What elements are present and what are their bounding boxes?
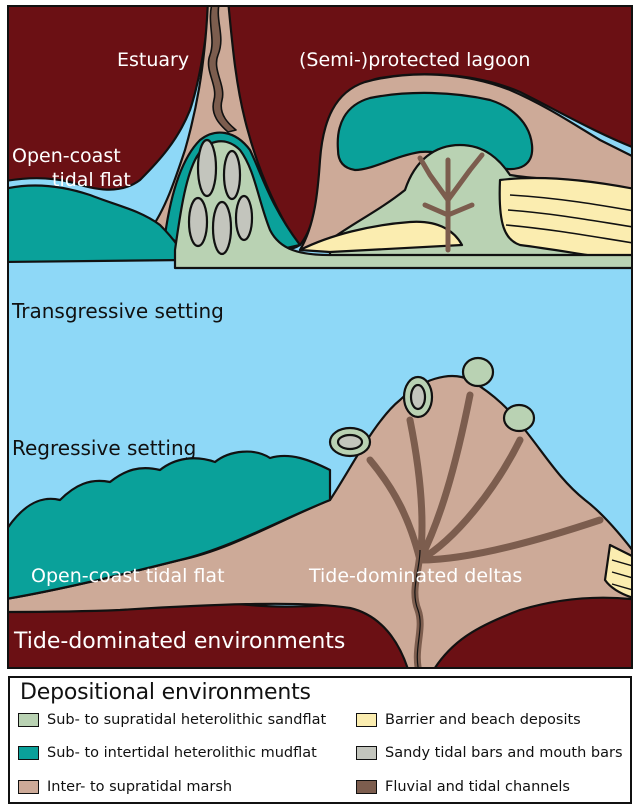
bars-swatch bbox=[356, 746, 377, 760]
marsh-swatch bbox=[18, 780, 39, 794]
mouth-bar bbox=[411, 385, 425, 409]
regressive-label: Regressive setting bbox=[12, 436, 196, 460]
tide-environments-diagram: Estuary (Semi-)protected lagoon Open-coa… bbox=[0, 0, 640, 676]
legend-label: Inter- to supratidal marsh bbox=[47, 779, 232, 795]
legend-item-mudflat: Sub- to intertidal heterolithic mudflat bbox=[18, 745, 317, 761]
legend-item-sandflat: Sub- to supratidal heterolithic sandflat bbox=[18, 712, 326, 728]
barrier-swatch bbox=[356, 713, 377, 727]
legend-item-marsh: Inter- to supratidal marsh bbox=[18, 779, 232, 795]
legend: Depositional environments Sub- to suprat… bbox=[8, 676, 632, 804]
mouth-bar bbox=[463, 358, 493, 386]
legend-label: Sandy tidal bars and mouth bars bbox=[385, 745, 623, 761]
environments-label: Tide-dominated environments bbox=[13, 629, 345, 654]
mouth-bar bbox=[504, 405, 534, 431]
mudflat-swatch bbox=[18, 746, 39, 760]
estuary-bar bbox=[198, 140, 216, 196]
lagoon-label: (Semi-)protected lagoon bbox=[299, 49, 530, 71]
estuary-bar bbox=[189, 198, 207, 246]
open-coast-bottom-label: Open-coast tidal flat bbox=[31, 565, 225, 587]
estuary-bar bbox=[213, 202, 231, 254]
legend-label: Barrier and beach deposits bbox=[385, 712, 581, 728]
transgressive-label: Transgressive setting bbox=[11, 299, 224, 323]
legend-item-channels: Fluvial and tidal channels bbox=[356, 779, 570, 795]
estuary-bar bbox=[224, 151, 240, 199]
estuary-bar bbox=[236, 196, 252, 240]
legend-label: Fluvial and tidal channels bbox=[385, 779, 570, 795]
legend-item-bars: Sandy tidal bars and mouth bars bbox=[356, 745, 623, 761]
legend-label: Sub- to supratidal heterolithic sandflat bbox=[47, 712, 326, 728]
legend-label: Sub- to intertidal heterolithic mudflat bbox=[47, 745, 317, 761]
channels-swatch bbox=[356, 780, 377, 794]
estuary-label: Estuary bbox=[117, 49, 189, 71]
open-coast-top-label-2: tidal flat bbox=[52, 169, 131, 191]
open-coast-top-label-1: Open-coast bbox=[12, 145, 121, 167]
legend-item-barrier: Barrier and beach deposits bbox=[356, 712, 581, 728]
sandflat-swatch bbox=[18, 713, 39, 727]
tide-deltas-label: Tide-dominated deltas bbox=[308, 565, 522, 587]
legend-title: Depositional environments bbox=[20, 680, 311, 705]
mouth-bar bbox=[338, 435, 362, 449]
